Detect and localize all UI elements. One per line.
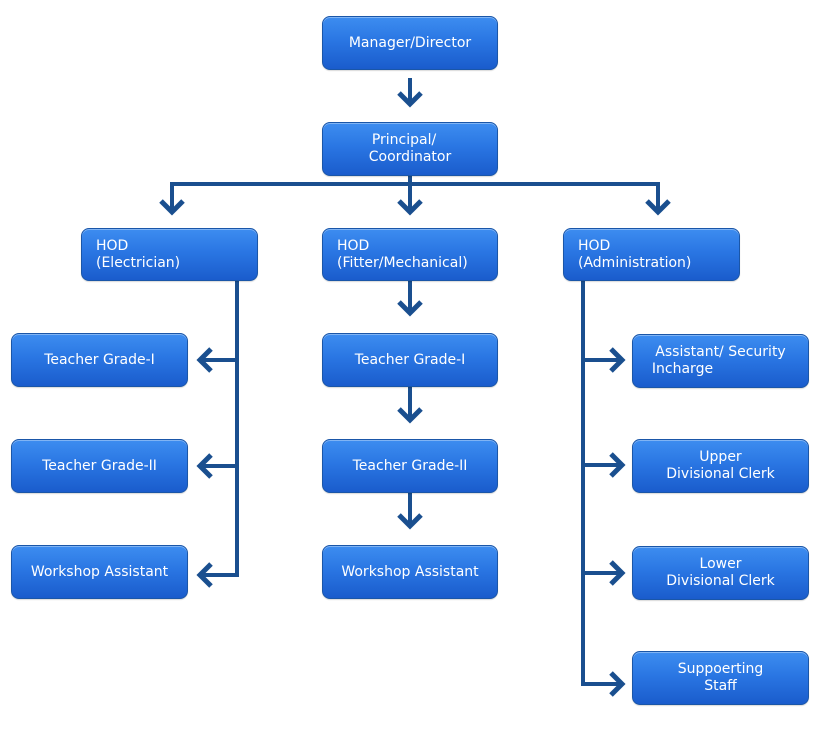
node-fitter-teacher-grade-1[interactable]: Teacher Grade-I (322, 333, 498, 387)
node-label: Upper (699, 449, 742, 465)
node-label: Lower (699, 556, 742, 572)
connector-manager-principal-arrowhead (397, 91, 423, 108)
node-label: Teacher Grade-I (44, 351, 155, 368)
connector-fitter-to-teacher1-arrowhead (397, 300, 423, 317)
node-label: Suppoerting (677, 661, 764, 677)
arrowhead-electrician-3 (196, 562, 213, 588)
connector-to-hod-fitter-arrowhead (397, 199, 423, 216)
node-label: (Electrician) (96, 254, 181, 271)
node-label: Incharge (651, 361, 714, 377)
node-label: Coordinator (368, 149, 452, 165)
node-label: Manager/Director (348, 34, 472, 51)
node-fitter-teacher-grade-2[interactable]: Teacher Grade-II (322, 439, 498, 493)
node-hod-administration[interactable]: HOD (Administration) (563, 228, 740, 281)
node-label: (Fitter/Mechanical) (337, 254, 468, 271)
node-label: HOD (578, 237, 611, 254)
connector-admin-spine (581, 281, 620, 686)
node-electrician-teacher-grade-2[interactable]: Teacher Grade-II (11, 439, 188, 493)
arrowhead-admin-1 (609, 347, 626, 373)
node-label: Workshop Assistant (341, 563, 479, 580)
node-fitter-workshop-assistant[interactable]: Workshop Assistant (322, 545, 498, 599)
node-label: HOD (337, 237, 370, 254)
arrowhead-admin-3 (609, 560, 626, 586)
node-manager-director[interactable]: Manager/Director (322, 16, 498, 70)
connector-to-hod-electrician-arrowhead (159, 199, 185, 216)
connector-to-hod-admin-arrowhead (645, 199, 671, 216)
arrowhead-electrician-2 (196, 453, 213, 479)
node-label: Staff (704, 678, 737, 694)
node-hod-fitter-mechanical[interactable]: HOD (Fitter/Mechanical) (322, 228, 498, 281)
node-label: Assistant/ Security (655, 344, 786, 360)
node-label: Teacher Grade-II (42, 457, 157, 474)
node-hod-electrician[interactable]: HOD (Electrician) (81, 228, 258, 281)
node-label: Divisional Clerk (666, 466, 775, 482)
arrowhead-admin-4 (609, 671, 626, 697)
node-label: Teacher Grade-II (352, 457, 468, 474)
arrowhead-electrician-1 (196, 347, 213, 373)
node-label: Principal/ (371, 132, 437, 148)
node-electrician-workshop-assistant[interactable]: Workshop Assistant (11, 545, 188, 599)
node-label: Workshop Assistant (30, 563, 169, 580)
arrowhead-admin-2 (609, 452, 626, 478)
node-upper-divisional-clerk[interactable]: Upper Divisional Clerk (632, 439, 809, 493)
node-assistant-security-incharge[interactable]: Assistant/ Security Incharge (632, 334, 809, 388)
connector-teacher2-to-workshop-arrowhead (397, 513, 423, 530)
node-label: Teacher Grade-I (354, 351, 466, 368)
node-label: (Administration) (578, 254, 692, 271)
node-label: HOD (96, 237, 129, 254)
node-electrician-teacher-grade-1[interactable]: Teacher Grade-I (11, 333, 188, 387)
node-principal-coordinator[interactable]: Principal/ Coordinator (322, 122, 498, 176)
node-lower-divisional-clerk[interactable]: Lower Divisional Clerk (632, 546, 809, 600)
node-supporting-staff[interactable]: Suppoerting Staff (632, 651, 809, 705)
connector-teacher1-to-teacher2-arrowhead (397, 407, 423, 424)
connector-electrician-spine (200, 281, 239, 577)
node-label: Divisional Clerk (666, 573, 775, 589)
